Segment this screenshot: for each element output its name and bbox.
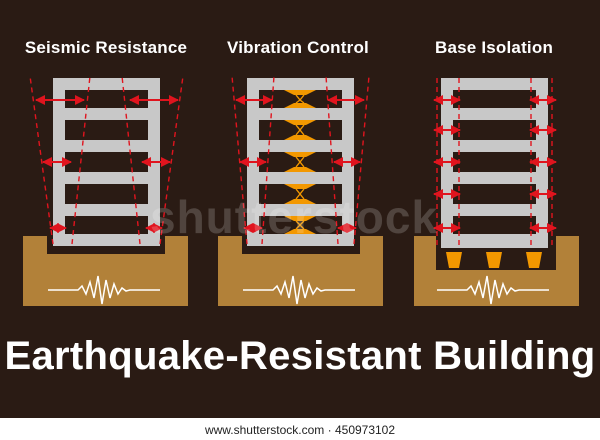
damper-braces — [295, 94, 305, 230]
dampers — [284, 90, 316, 234]
panel-vibration-control — [218, 75, 383, 306]
seismic-wave-icon — [48, 275, 160, 305]
panel-seismic-resistance — [23, 75, 188, 306]
panel-base-isolation — [414, 78, 579, 306]
title-vibration-control: Vibration Control — [227, 38, 369, 57]
watermark-text: shutterstock — [150, 191, 439, 243]
main-title: Earthquake-Resistant Building — [4, 334, 596, 378]
base-isolators — [446, 252, 542, 268]
force-arrows — [35, 95, 179, 233]
title-base-isolation: Base Isolation — [434, 38, 554, 57]
seismic-wave-icon — [437, 275, 549, 305]
diagram-canvas: Seismic Resistance Vibration Control Bas… — [0, 0, 600, 418]
building-diagrams — [23, 75, 579, 306]
title-seismic-resistance: Seismic Resistance — [24, 38, 188, 57]
sway-lines — [29, 75, 184, 245]
force-arrows — [235, 95, 365, 233]
force-arrows — [433, 95, 557, 233]
seismic-wave-icon — [243, 275, 355, 305]
image-credit: www.shutterstock.com · 450973102 — [0, 420, 600, 440]
building-frame — [53, 78, 160, 246]
